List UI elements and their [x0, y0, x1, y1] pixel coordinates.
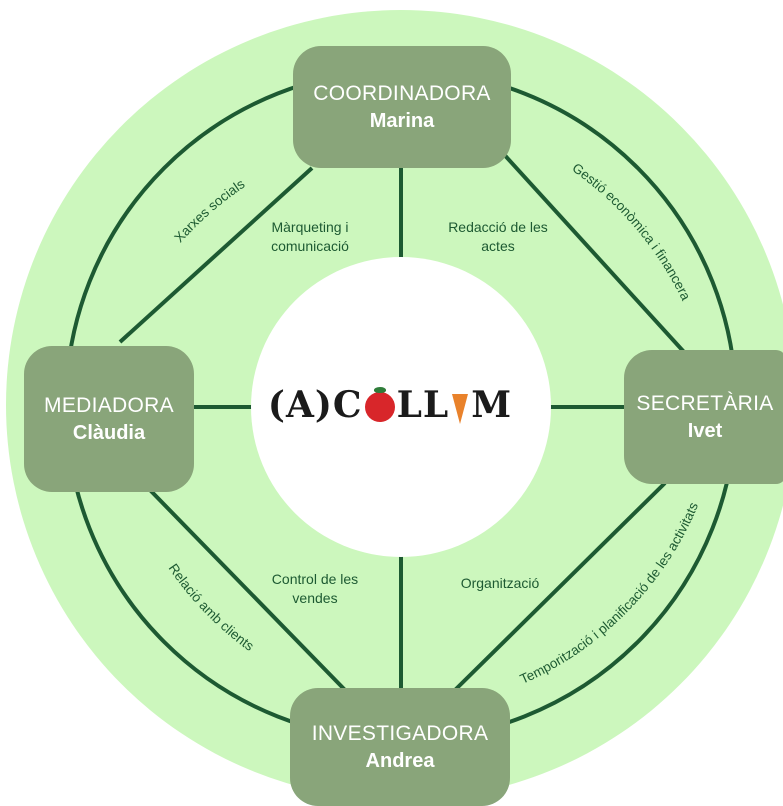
carrot-icon	[452, 394, 469, 424]
role-name-mediator: Clàudia	[72, 421, 146, 444]
line-top-left	[118, 166, 314, 344]
role-title-secretary: SECRETÀRIA	[636, 392, 774, 416]
inner-circle	[251, 257, 551, 557]
role-box-secretary: SECRETÀRIA Ivet	[624, 350, 783, 484]
logo-text-b: LL	[396, 384, 450, 426]
role-name-secretary: Ivet	[687, 419, 723, 442]
role-title-coordinator: COORDINADORA	[313, 82, 491, 106]
label-sales: Control de les vendes	[271, 571, 359, 606]
acollim-logo: (A)C LL M	[240, 360, 540, 450]
tomato-icon	[364, 387, 395, 422]
role-title-investigator: INVESTIGADORA	[311, 722, 489, 746]
line-top-right	[498, 148, 686, 354]
role-box-coordinator: COORDINADORA Marina	[293, 46, 511, 168]
role-name-coordinator: Marina	[369, 109, 435, 132]
label-organization: Organització	[460, 575, 540, 591]
line-bottom-right	[453, 481, 667, 692]
role-title-mediator: MEDIADORA	[44, 394, 174, 418]
role-name-investigator: Andrea	[365, 749, 435, 772]
logo-text-a: (A)C	[267, 384, 363, 426]
label-marketing: Màrqueting i comunicació	[271, 219, 349, 254]
line-bottom-left	[148, 488, 347, 692]
logo-text-c: M	[471, 384, 513, 426]
label-minutes: Redacció de les actes	[448, 219, 548, 254]
role-box-mediator: MEDIADORA Clàudia	[24, 346, 194, 492]
role-box-investigator: INVESTIGADORA Andrea	[290, 688, 510, 806]
